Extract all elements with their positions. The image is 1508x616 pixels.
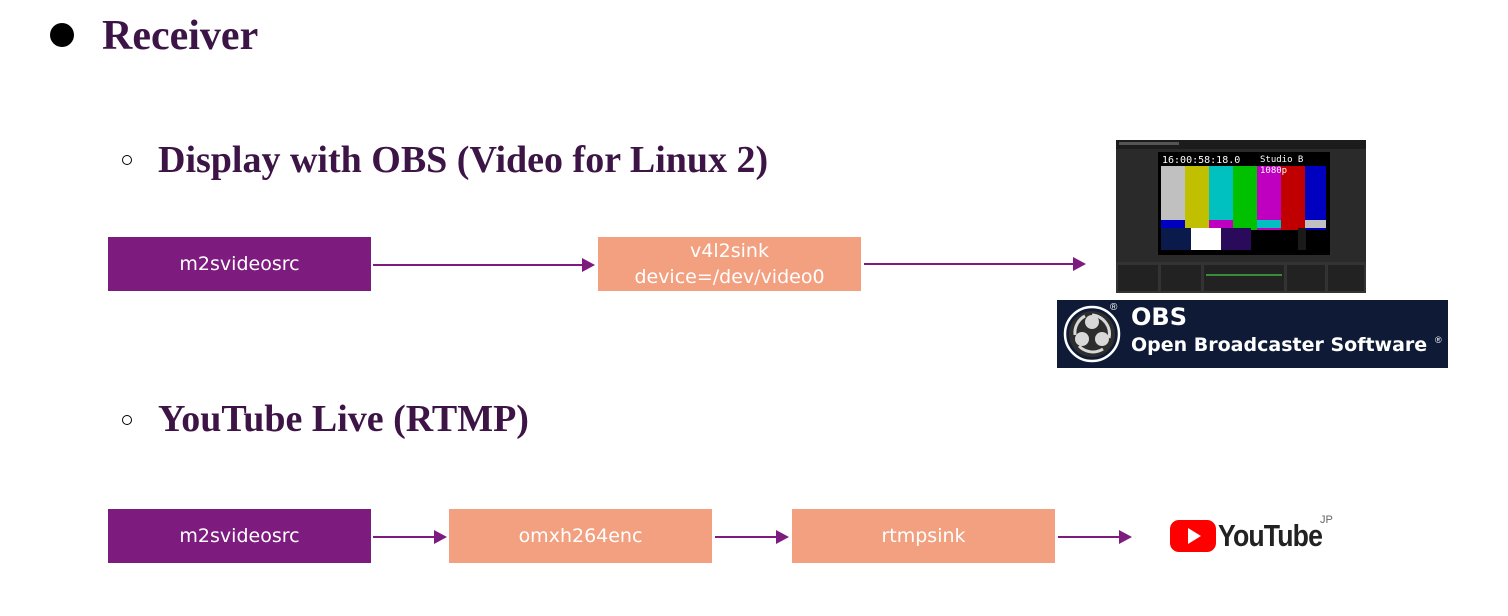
colorbar-magenta bbox=[1257, 166, 1281, 230]
m2svideosrc-label: m2svideosrc bbox=[179, 253, 300, 275]
sub-bullet-obs bbox=[122, 155, 132, 165]
colorbar-gray bbox=[1161, 166, 1185, 230]
v4l2sink-element: v4l2sink device=/dev/video0 bbox=[598, 237, 861, 291]
colorbar-mid-magenta bbox=[1209, 220, 1233, 228]
sub-bullet-youtube bbox=[122, 415, 132, 425]
page-title: Receiver bbox=[102, 13, 259, 59]
rtmpsink-element: rtmpsink bbox=[792, 509, 1055, 563]
section-title-youtube: YouTube Live (RTMP) bbox=[158, 398, 529, 440]
colorbar-blue bbox=[1305, 166, 1326, 230]
obs-dock-transitions bbox=[1287, 265, 1325, 291]
obs-docks bbox=[1116, 262, 1366, 293]
youtube-play-icon bbox=[1170, 520, 1216, 552]
obs-timecode: 16:00:58:18.0 bbox=[1162, 155, 1241, 166]
obs-menubar-text bbox=[1119, 142, 1179, 145]
obs-logo-name: OBS bbox=[1131, 303, 1187, 331]
colorbar-bottom-navy bbox=[1161, 228, 1191, 250]
arrow-rtmpsink-to-youtube bbox=[1058, 530, 1132, 544]
arrow-src-to-omxh264enc bbox=[373, 530, 447, 544]
arrow-v4l2sink-to-obs bbox=[864, 257, 1086, 271]
obs-dock-sources bbox=[1161, 265, 1201, 291]
colorbar-bottom-white bbox=[1191, 228, 1221, 250]
colorbar-bottom-dark bbox=[1298, 228, 1306, 250]
obs-studio-label: Studio B 1080p bbox=[1260, 155, 1304, 176]
obs-logo-full-name-registered: ® bbox=[1435, 335, 1442, 345]
obs-dock-scenes bbox=[1118, 265, 1158, 291]
obs-screenshot: 16:00:58:18.0 Studio B 1080p bbox=[1116, 140, 1366, 293]
youtube-region-label: JP bbox=[1320, 514, 1333, 526]
obs-logo-full-name: Open Broadcaster Software bbox=[1131, 334, 1428, 356]
heading-bullet bbox=[50, 23, 74, 47]
m2svideosrc-youtube-label: m2svideosrc bbox=[179, 525, 300, 547]
youtube-logo: YouTube JP bbox=[1170, 514, 1340, 558]
arrow-omxh264enc-to-rtmpsink bbox=[715, 530, 789, 544]
obs-menubar bbox=[1116, 140, 1366, 149]
obs-logo-banner: ® OBS Open Broadcaster Software ® bbox=[1057, 300, 1448, 368]
obs-mixer-meter bbox=[1206, 274, 1282, 276]
colorbar-bottom-purple bbox=[1221, 228, 1251, 250]
v4l2sink-device-label: device=/dev/video0 bbox=[634, 266, 825, 288]
omxh264enc-label: omxh264enc bbox=[518, 525, 643, 547]
colorbar-mid-cyan bbox=[1257, 220, 1281, 228]
rtmpsink-label: rtmpsink bbox=[881, 525, 966, 547]
colorbar-red bbox=[1281, 166, 1305, 230]
colorbar-green bbox=[1233, 166, 1257, 230]
youtube-wordmark: YouTube bbox=[1218, 518, 1323, 553]
m2svideosrc-element: m2svideosrc bbox=[108, 237, 371, 291]
m2svideosrc-element-youtube: m2svideosrc bbox=[108, 509, 371, 563]
arrow-src-to-v4l2sink bbox=[373, 258, 595, 272]
obs-logo-registered-mark: ® bbox=[1110, 302, 1118, 313]
obs-preview: 16:00:58:18.0 Studio B 1080p bbox=[1158, 152, 1330, 255]
colorbar-mid-gray bbox=[1305, 220, 1326, 228]
colorbar-yellow bbox=[1185, 166, 1209, 230]
obs-dock-mixer bbox=[1204, 265, 1284, 291]
obs-logo-icon bbox=[1063, 305, 1121, 363]
omxh264enc-element: omxh264enc bbox=[449, 509, 712, 563]
colorbar-cyan bbox=[1209, 166, 1233, 230]
section-title-obs: Display with OBS (Video for Linux 2) bbox=[158, 139, 769, 181]
obs-dock-controls bbox=[1328, 265, 1364, 291]
colorbar-mid-blue bbox=[1161, 220, 1185, 228]
v4l2sink-label: v4l2sink bbox=[690, 240, 769, 262]
